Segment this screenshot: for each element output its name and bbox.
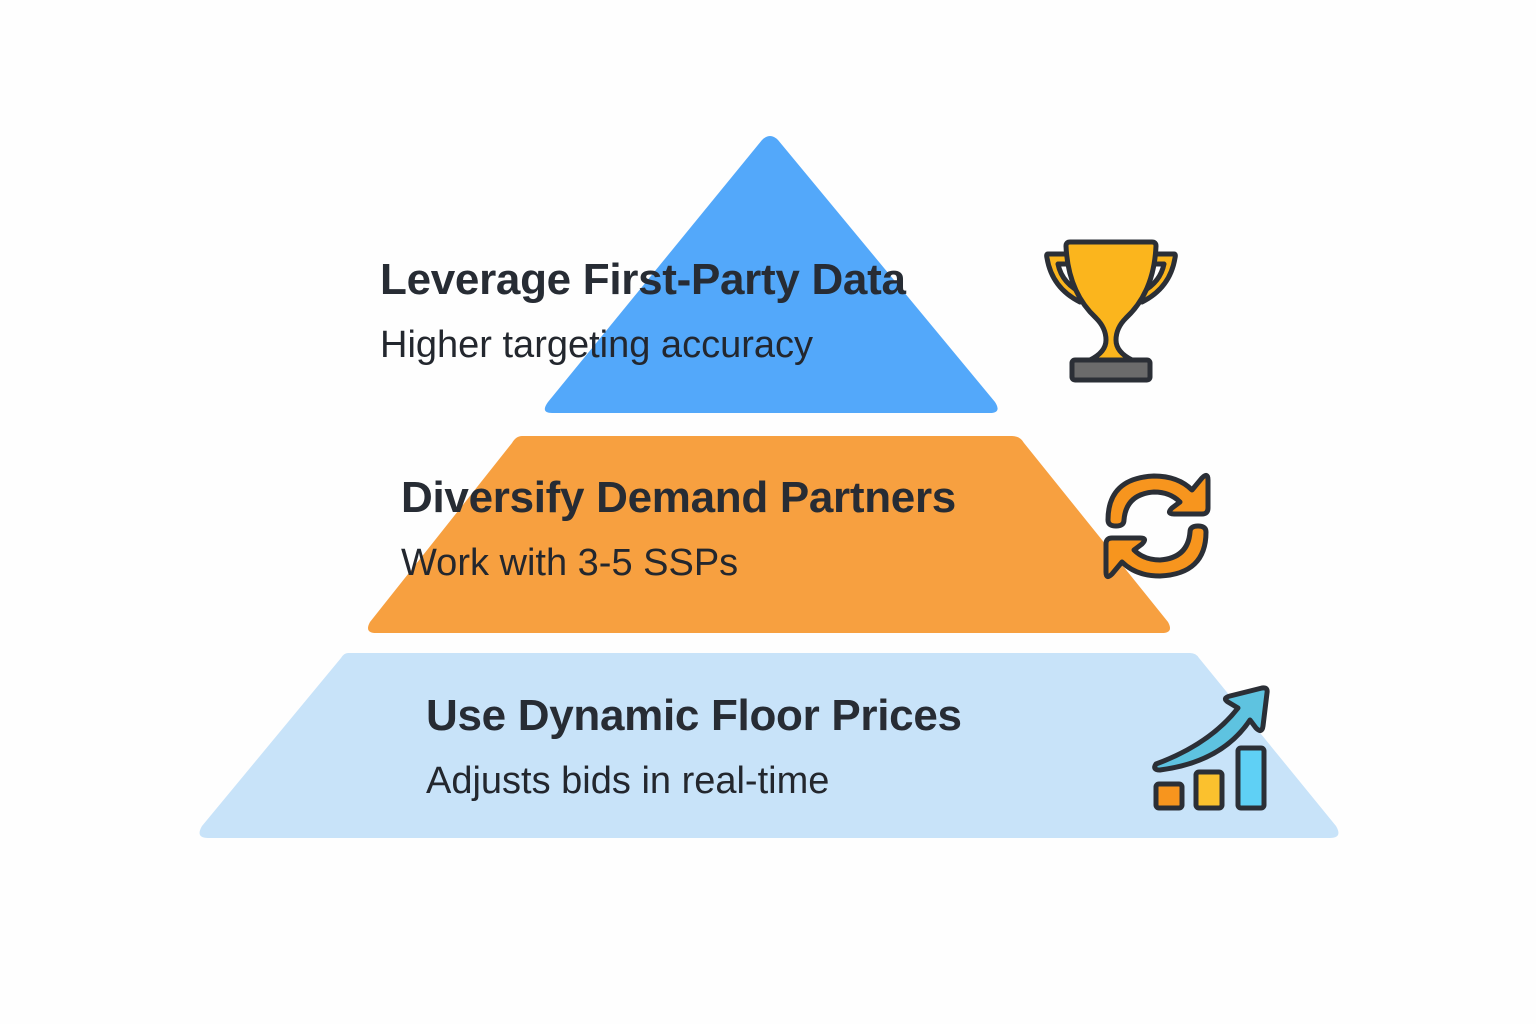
tier-bottom-text: Use Dynamic Floor Prices Adjusts bids in… — [426, 691, 962, 802]
tier-top-text: Leverage First-Party Data Higher targeti… — [380, 255, 906, 366]
growth-chart-arrow-icon — [1152, 685, 1270, 811]
pyramid-tier-top-shape — [544, 136, 998, 413]
tier-middle-subtitle: Work with 3-5 SSPs — [401, 542, 739, 584]
tier-bottom-title: Use Dynamic Floor Prices — [426, 691, 962, 740]
trophy-icon — [1044, 239, 1178, 383]
tier-middle-text: Diversify Demand Partners Work with 3-5 … — [401, 473, 956, 584]
tier-top-subtitle: Higher targeting accuracy — [380, 324, 813, 366]
pyramid-tier-bottom-shape — [199, 653, 1339, 838]
tier-top-title: Leverage First-Party Data — [380, 255, 906, 304]
refresh-cycle-icon — [1103, 472, 1211, 580]
tier-middle-title: Diversify Demand Partners — [401, 473, 956, 522]
tier-bottom-subtitle: Adjusts bids in real-time — [426, 760, 830, 802]
pyramid-tier-middle-shape — [368, 436, 1170, 633]
